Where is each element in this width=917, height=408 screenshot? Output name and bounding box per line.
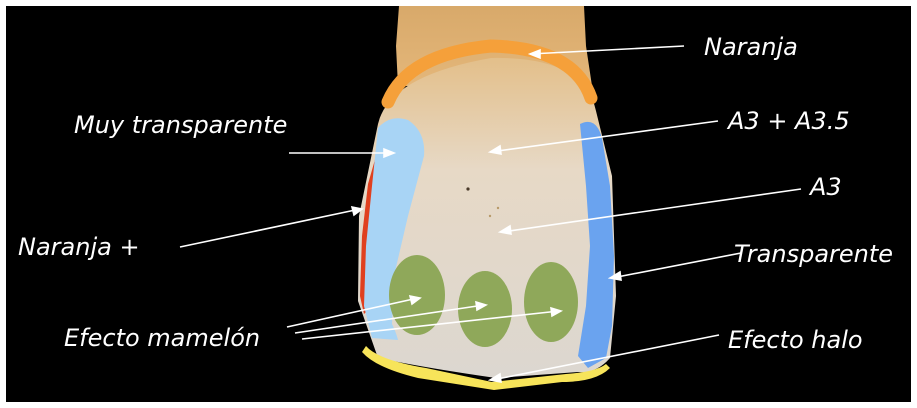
label-efecto-halo: Efecto halo xyxy=(728,326,863,354)
surface-speck xyxy=(489,215,491,217)
label-naranja-top: Naranja xyxy=(704,33,798,61)
mamelon-left xyxy=(389,255,445,335)
arrow-naranja-plus xyxy=(180,209,360,247)
surface-speck xyxy=(466,187,469,190)
mamelon-right xyxy=(524,262,578,342)
label-muy-transparente: Muy transparente xyxy=(74,111,287,139)
label-naranja-plus: Naranja + xyxy=(18,233,140,261)
label-a3-a35: A3 + A3.5 xyxy=(726,107,850,135)
arrow-transparente xyxy=(612,253,741,278)
mamelon-center xyxy=(458,271,512,347)
label-a3: A3 xyxy=(808,173,842,201)
label-efecto-mamelon: Efecto mamelón xyxy=(64,324,260,352)
diagram-panel: Naranja Muy transparente A3 + A3.5 A3 Na… xyxy=(6,6,911,402)
tooth-diagram: Naranja Muy transparente A3 + A3.5 A3 Na… xyxy=(6,6,911,402)
surface-speck xyxy=(497,207,499,209)
label-transparente: Transparente xyxy=(734,240,893,268)
